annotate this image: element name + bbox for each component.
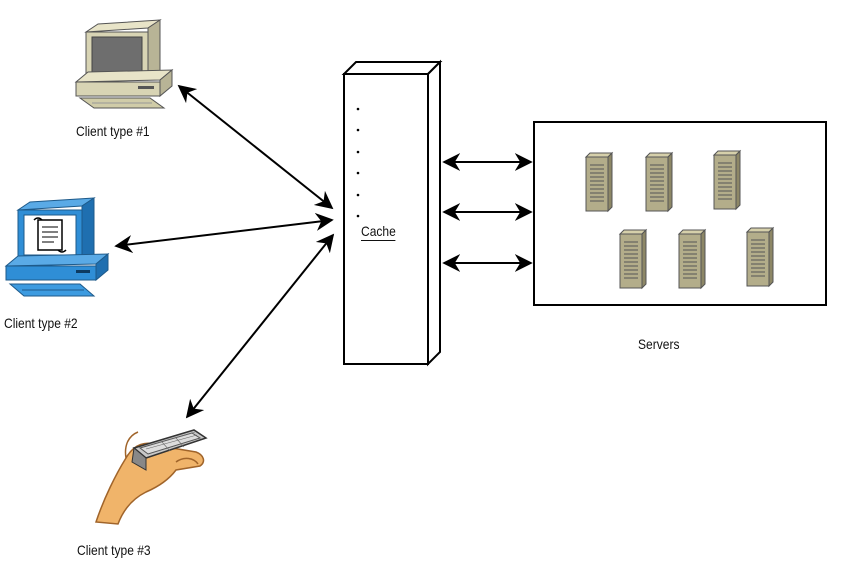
client-type-3-label: Client type #3 (77, 542, 151, 558)
desktop-computer-icon (74, 19, 174, 109)
cache-block (341, 59, 443, 367)
handheld-pda-icon (94, 429, 208, 525)
cache-label: Cache (361, 223, 396, 241)
server-icon (584, 151, 614, 213)
server-icon (618, 228, 648, 290)
server-icon (644, 151, 674, 213)
blue-computer-icon (4, 197, 110, 297)
server-icon (712, 149, 742, 211)
server-icon (745, 226, 775, 288)
cache-dots (356, 107, 360, 218)
client1-cache-arrow (177, 84, 334, 210)
client2-cache-arrow (114, 213, 334, 253)
server-icon (677, 228, 707, 290)
servers-label: Servers (638, 336, 680, 352)
client-type-2-label: Client type #2 (4, 315, 78, 331)
client-type-1-label: Client type #1 (76, 123, 150, 139)
client3-cache-arrow (185, 233, 335, 419)
